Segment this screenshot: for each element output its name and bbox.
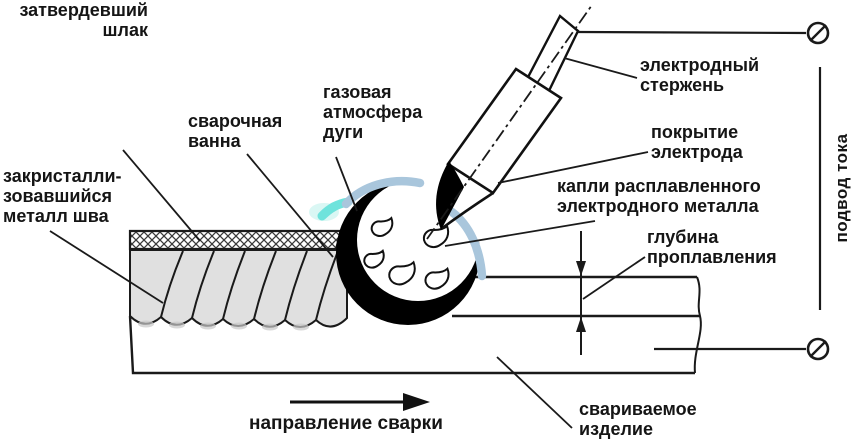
leader-rod <box>563 57 638 79</box>
top-wire <box>577 30 807 35</box>
label-solidified-slag: затвердевший шлак <box>19 0 148 40</box>
gas-arc-right <box>447 207 487 281</box>
weld-bead <box>129 249 348 331</box>
electrode-coating <box>446 67 563 195</box>
leader-weld-metal <box>49 230 164 304</box>
weld-pool-crescent <box>336 179 480 325</box>
current-terminal-bottom-icon <box>806 337 830 361</box>
label-current-supply: подвод тока <box>832 133 851 243</box>
metal-droplets <box>364 218 448 289</box>
leader-pool <box>246 153 334 258</box>
current-supply-circuit <box>577 21 830 361</box>
leader-drops <box>444 220 596 247</box>
bead-shading <box>138 320 309 331</box>
welding-direction-arrow <box>290 393 430 411</box>
workpiece-plate <box>128 275 702 375</box>
label-penetration-depth: глубина проплавления <box>647 227 777 267</box>
leader-gas <box>335 156 358 212</box>
label-electrode-rod: электродный стержень <box>640 55 760 95</box>
label-weld-pool: сварочная ванна <box>188 111 283 151</box>
penetration-dimension <box>576 231 586 355</box>
electrode-tip-shadow <box>436 161 464 230</box>
bead-body <box>129 249 348 328</box>
label-electrode-coating: покрытие электрода <box>651 122 743 162</box>
leader-coating <box>497 151 649 184</box>
coating-tip-edge <box>440 191 494 231</box>
bead-scallops <box>160 250 339 321</box>
label-welding-direction: направление сварки <box>249 413 443 434</box>
gas-atmosphere-arcs <box>309 176 487 281</box>
leader-slag <box>122 149 201 242</box>
electrode <box>426 4 593 240</box>
break-line <box>693 276 702 374</box>
leader-lines <box>49 57 649 429</box>
label-molten-metal-drops: капли расплавленного электродного металл… <box>557 176 761 216</box>
arrow-up-icon <box>576 317 586 332</box>
leader-depth <box>582 256 646 300</box>
arrow-right-icon <box>403 393 430 411</box>
current-terminal-top-icon <box>806 21 830 45</box>
label-gas-atmosphere: газовая атмосфера дуги <box>323 82 423 142</box>
slag-layer <box>128 229 343 251</box>
label-workpiece: свариваемое изделие <box>579 399 697 439</box>
gas-arc-left <box>341 176 425 209</box>
leader-workpiece <box>496 356 573 429</box>
arrow-down-icon <box>576 261 586 276</box>
label-crystallized-weld-metal: закристалли- зовавшийся металл шва <box>3 166 122 226</box>
